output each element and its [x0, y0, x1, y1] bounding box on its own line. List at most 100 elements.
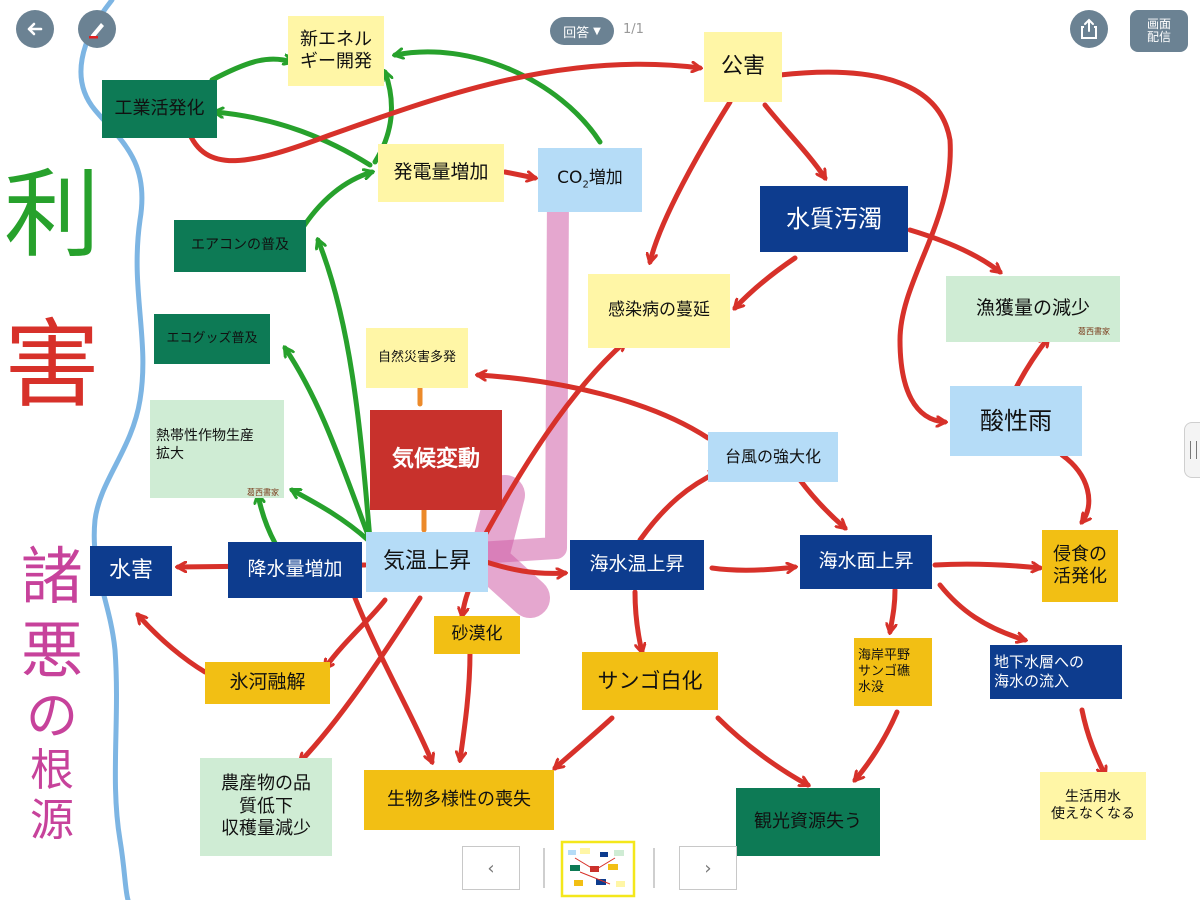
- answer-label: 回答: [563, 25, 590, 41]
- note-text: サンゴ礁: [858, 663, 911, 679]
- note-power[interactable]: 発電量増加: [378, 144, 504, 202]
- note-text: 地下水層への: [994, 653, 1085, 672]
- red-arrow: [477, 557, 565, 573]
- share-icon: [1081, 18, 1097, 39]
- note-text: 降水量増加: [247, 558, 343, 581]
- red-arrow: [855, 709, 900, 780]
- page-thumbnail[interactable]: [562, 842, 634, 896]
- green-arrow: [395, 52, 603, 145]
- prev-page-button[interactable]: ‹: [462, 846, 520, 890]
- note-crops[interactable]: 農産物の品 質低下 収穫量減少: [200, 758, 332, 856]
- note-coral[interactable]: サンゴ白化: [582, 652, 718, 710]
- note-text: ギー開発: [300, 51, 372, 72]
- red-arrow: [632, 589, 642, 652]
- note-text: 観光資源失う: [754, 810, 862, 832]
- note-aircon[interactable]: エアコンの普及: [174, 220, 306, 272]
- note-text: 気温上昇: [382, 549, 471, 575]
- note-new-energy[interactable]: 新エネル ギー開発: [288, 16, 384, 86]
- note-fish[interactable]: 漁獲量の減少: [946, 276, 1120, 342]
- co2-text: CO: [557, 168, 583, 189]
- back-button[interactable]: [16, 10, 54, 48]
- note-text: 収穫量減少: [221, 818, 311, 840]
- red-arrow: [907, 227, 1000, 272]
- red-arrow: [475, 342, 625, 551]
- note-coast[interactable]: 海岸平野 サンゴ礁 水没: [854, 638, 932, 706]
- broadcast-label: 配信: [1146, 30, 1171, 44]
- green-arrow: [258, 495, 278, 546]
- note-water-pollution[interactable]: 水質汚濁: [760, 186, 908, 252]
- red-arrow: [715, 715, 808, 788]
- note-text: 海水温上昇: [589, 553, 685, 576]
- red-arrow: [709, 567, 795, 570]
- stamp-image: 葛西書家: [1078, 327, 1110, 336]
- red-arrow: [650, 99, 733, 262]
- handwritten-label-shoaku: 諸 悪 の 根 源: [2, 540, 102, 846]
- green-arrow: [209, 59, 292, 83]
- note-desert[interactable]: 砂漠化: [434, 616, 520, 654]
- stamp-image: 葛西書家: [247, 488, 279, 497]
- thumbnail-divider: [543, 848, 545, 888]
- grip-icon: [1190, 441, 1197, 459]
- note-text: 使えなくなる: [1051, 806, 1135, 822]
- green-arrow: [318, 240, 373, 543]
- note-text: サンゴ白化: [597, 668, 703, 693]
- note-text: 新エネル: [300, 28, 372, 50]
- note-text: エアコンの普及: [191, 237, 289, 254]
- note-temp[interactable]: 気温上昇: [366, 532, 488, 592]
- red-arrow: [555, 715, 615, 768]
- note-tropical[interactable]: 熱帯性作物生産 拡大: [150, 400, 284, 498]
- red-arrow: [937, 582, 1025, 640]
- note-domestic[interactable]: 生活用水 使えなくなる: [1040, 772, 1146, 840]
- red-arrow: [1079, 707, 1105, 775]
- note-sea-temp[interactable]: 海水温上昇: [570, 540, 704, 590]
- handwritten-char: 諸: [20, 540, 83, 613]
- answer-dropdown-button[interactable]: 回答 ▼: [550, 17, 614, 45]
- note-sea-level[interactable]: 海水面上昇: [800, 535, 932, 589]
- note-text: CO2増加: [557, 168, 623, 192]
- note-glacier[interactable]: 氷河融解: [205, 662, 330, 704]
- note-disasters[interactable]: 自然災害多発: [366, 328, 468, 388]
- thumbnail-divider: [653, 848, 655, 888]
- thumbnail-map: [560, 840, 636, 898]
- note-text: 水没: [858, 680, 885, 696]
- page-counter: 1/1: [623, 22, 644, 37]
- note-flood[interactable]: 水害: [90, 546, 172, 596]
- note-text: 気候変動: [391, 447, 480, 473]
- red-arrow: [502, 169, 535, 178]
- side-panel-handle[interactable]: [1184, 422, 1200, 478]
- note-industry[interactable]: 工業活発化: [102, 80, 217, 138]
- note-co2[interactable]: CO2増加: [538, 148, 642, 212]
- handwritten-label-rigai: 利 害: [2, 150, 102, 450]
- note-climate[interactable]: 気候変動: [370, 410, 502, 510]
- note-text: 生物多様性の喪失: [387, 788, 531, 810]
- next-page-button[interactable]: ›: [679, 846, 737, 890]
- note-text: エコグッズ普及: [166, 330, 258, 346]
- note-biodiversity[interactable]: 生物多様性の喪失: [364, 770, 554, 830]
- note-acid-rain[interactable]: 酸性雨: [950, 386, 1082, 456]
- note-text: 質低下: [239, 795, 293, 817]
- note-text: 感染病の蔓延: [608, 300, 710, 321]
- note-infection[interactable]: 感染病の蔓延: [588, 274, 730, 348]
- screen-broadcast-button[interactable]: 画面 配信: [1130, 10, 1188, 52]
- note-eco-goods[interactable]: エコグッズ普及: [154, 314, 270, 364]
- share-button[interactable]: [1070, 10, 1108, 48]
- pen-button[interactable]: [78, 10, 116, 48]
- red-arrow: [478, 375, 711, 441]
- note-tourism[interactable]: 観光資源失う: [736, 788, 880, 856]
- handwritten-char: 源: [30, 795, 74, 846]
- red-arrow: [797, 477, 845, 528]
- note-rain[interactable]: 降水量増加: [228, 542, 362, 598]
- note-erosion[interactable]: 侵食の 活発化: [1042, 530, 1118, 602]
- note-pollution[interactable]: 公害: [704, 32, 782, 102]
- note-text: 自然災害多発: [377, 349, 456, 365]
- co2-subscript: 2: [582, 179, 589, 191]
- note-text: 海岸平野: [858, 647, 911, 663]
- note-text: 水害: [108, 558, 153, 584]
- red-arrow: [322, 597, 388, 668]
- red-arrow: [735, 255, 798, 308]
- note-typhoon[interactable]: 台風の強大化: [708, 432, 838, 482]
- red-arrow: [932, 564, 1040, 568]
- note-text: 生活用水: [1065, 788, 1121, 805]
- handwritten-char: 利: [4, 159, 100, 271]
- note-groundwater[interactable]: 地下水層への 海水の流入: [990, 645, 1122, 699]
